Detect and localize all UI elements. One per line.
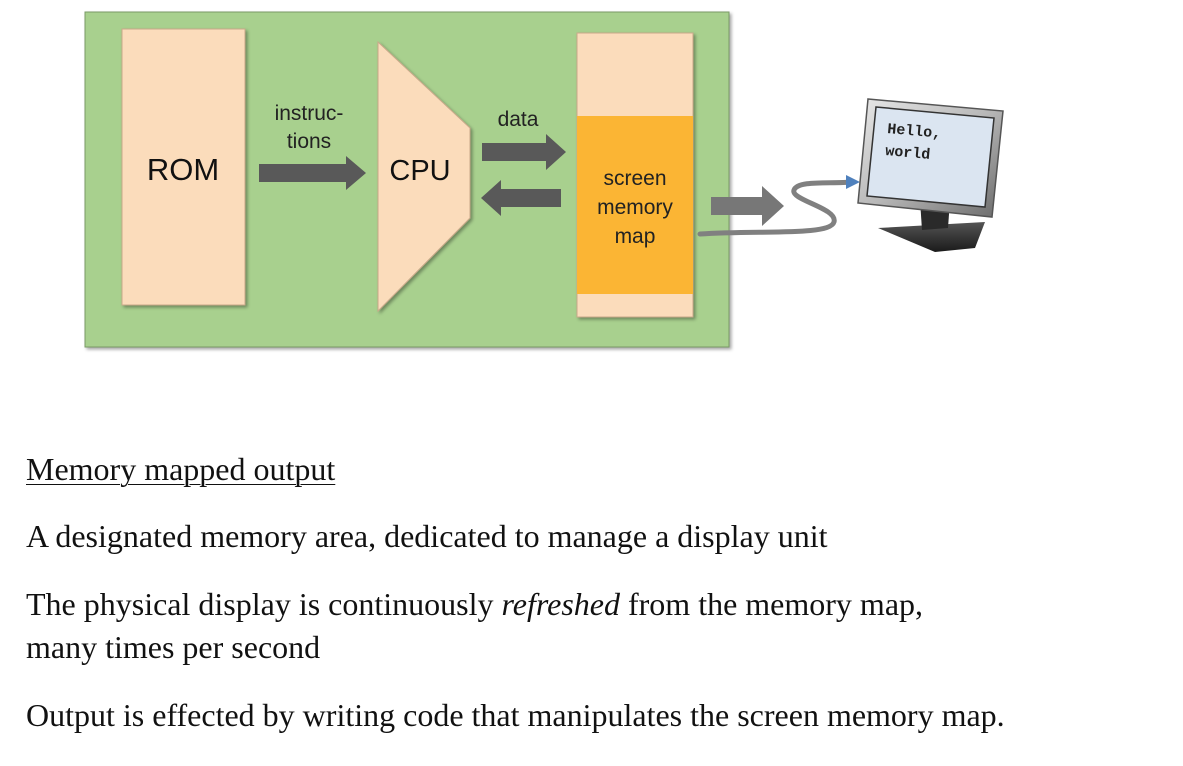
paragraph-refresh: The physical display is continuously ref… [26,583,923,669]
cpu-to-memory-arrow [482,134,566,170]
data-label: data [498,108,539,131]
paragraph-refresh-italic: refreshed [501,586,620,622]
memory-to-display-arrow [711,186,784,226]
paragraph-designated-memory: A designated memory area, dedicated to m… [26,518,828,554]
memory-mapped-output-diagram: ROM instruc- tions CPU data screen memor… [84,11,1004,348]
cable-arrowhead [846,175,860,189]
screen-memory-label-line2: memory [597,196,673,219]
paragraph-refresh-after: from the memory map, [619,586,924,622]
rom-block [121,28,246,306]
monitor-text-line1: Hello, [887,121,942,143]
computer-monitor-icon: Hello, world [857,98,1004,252]
instructions-label-line2: tions [287,130,331,153]
rom-to-cpu-arrow [259,156,366,190]
section-heading: Memory mapped output [26,451,336,487]
rom-label: ROM [147,152,219,187]
paragraph-refresh-line2: many times per second [26,629,321,665]
screen-memory-map-region [577,116,693,294]
screen-memory-label-line1: screen [603,167,666,190]
display-cable [697,179,855,237]
screen-memory-label-line3: map [615,225,656,248]
monitor-screen [866,106,995,208]
cpu-block [377,40,471,313]
paragraph-refresh-before: The physical display is continuously [26,586,502,622]
monitor-text-line2: world [885,143,931,164]
memory-to-cpu-arrow [481,180,561,216]
paragraph-output-effected: Output is effected by writing code that … [26,697,1005,733]
instructions-label-line1: instruc- [275,102,344,125]
cpu-label: CPU [389,155,450,187]
